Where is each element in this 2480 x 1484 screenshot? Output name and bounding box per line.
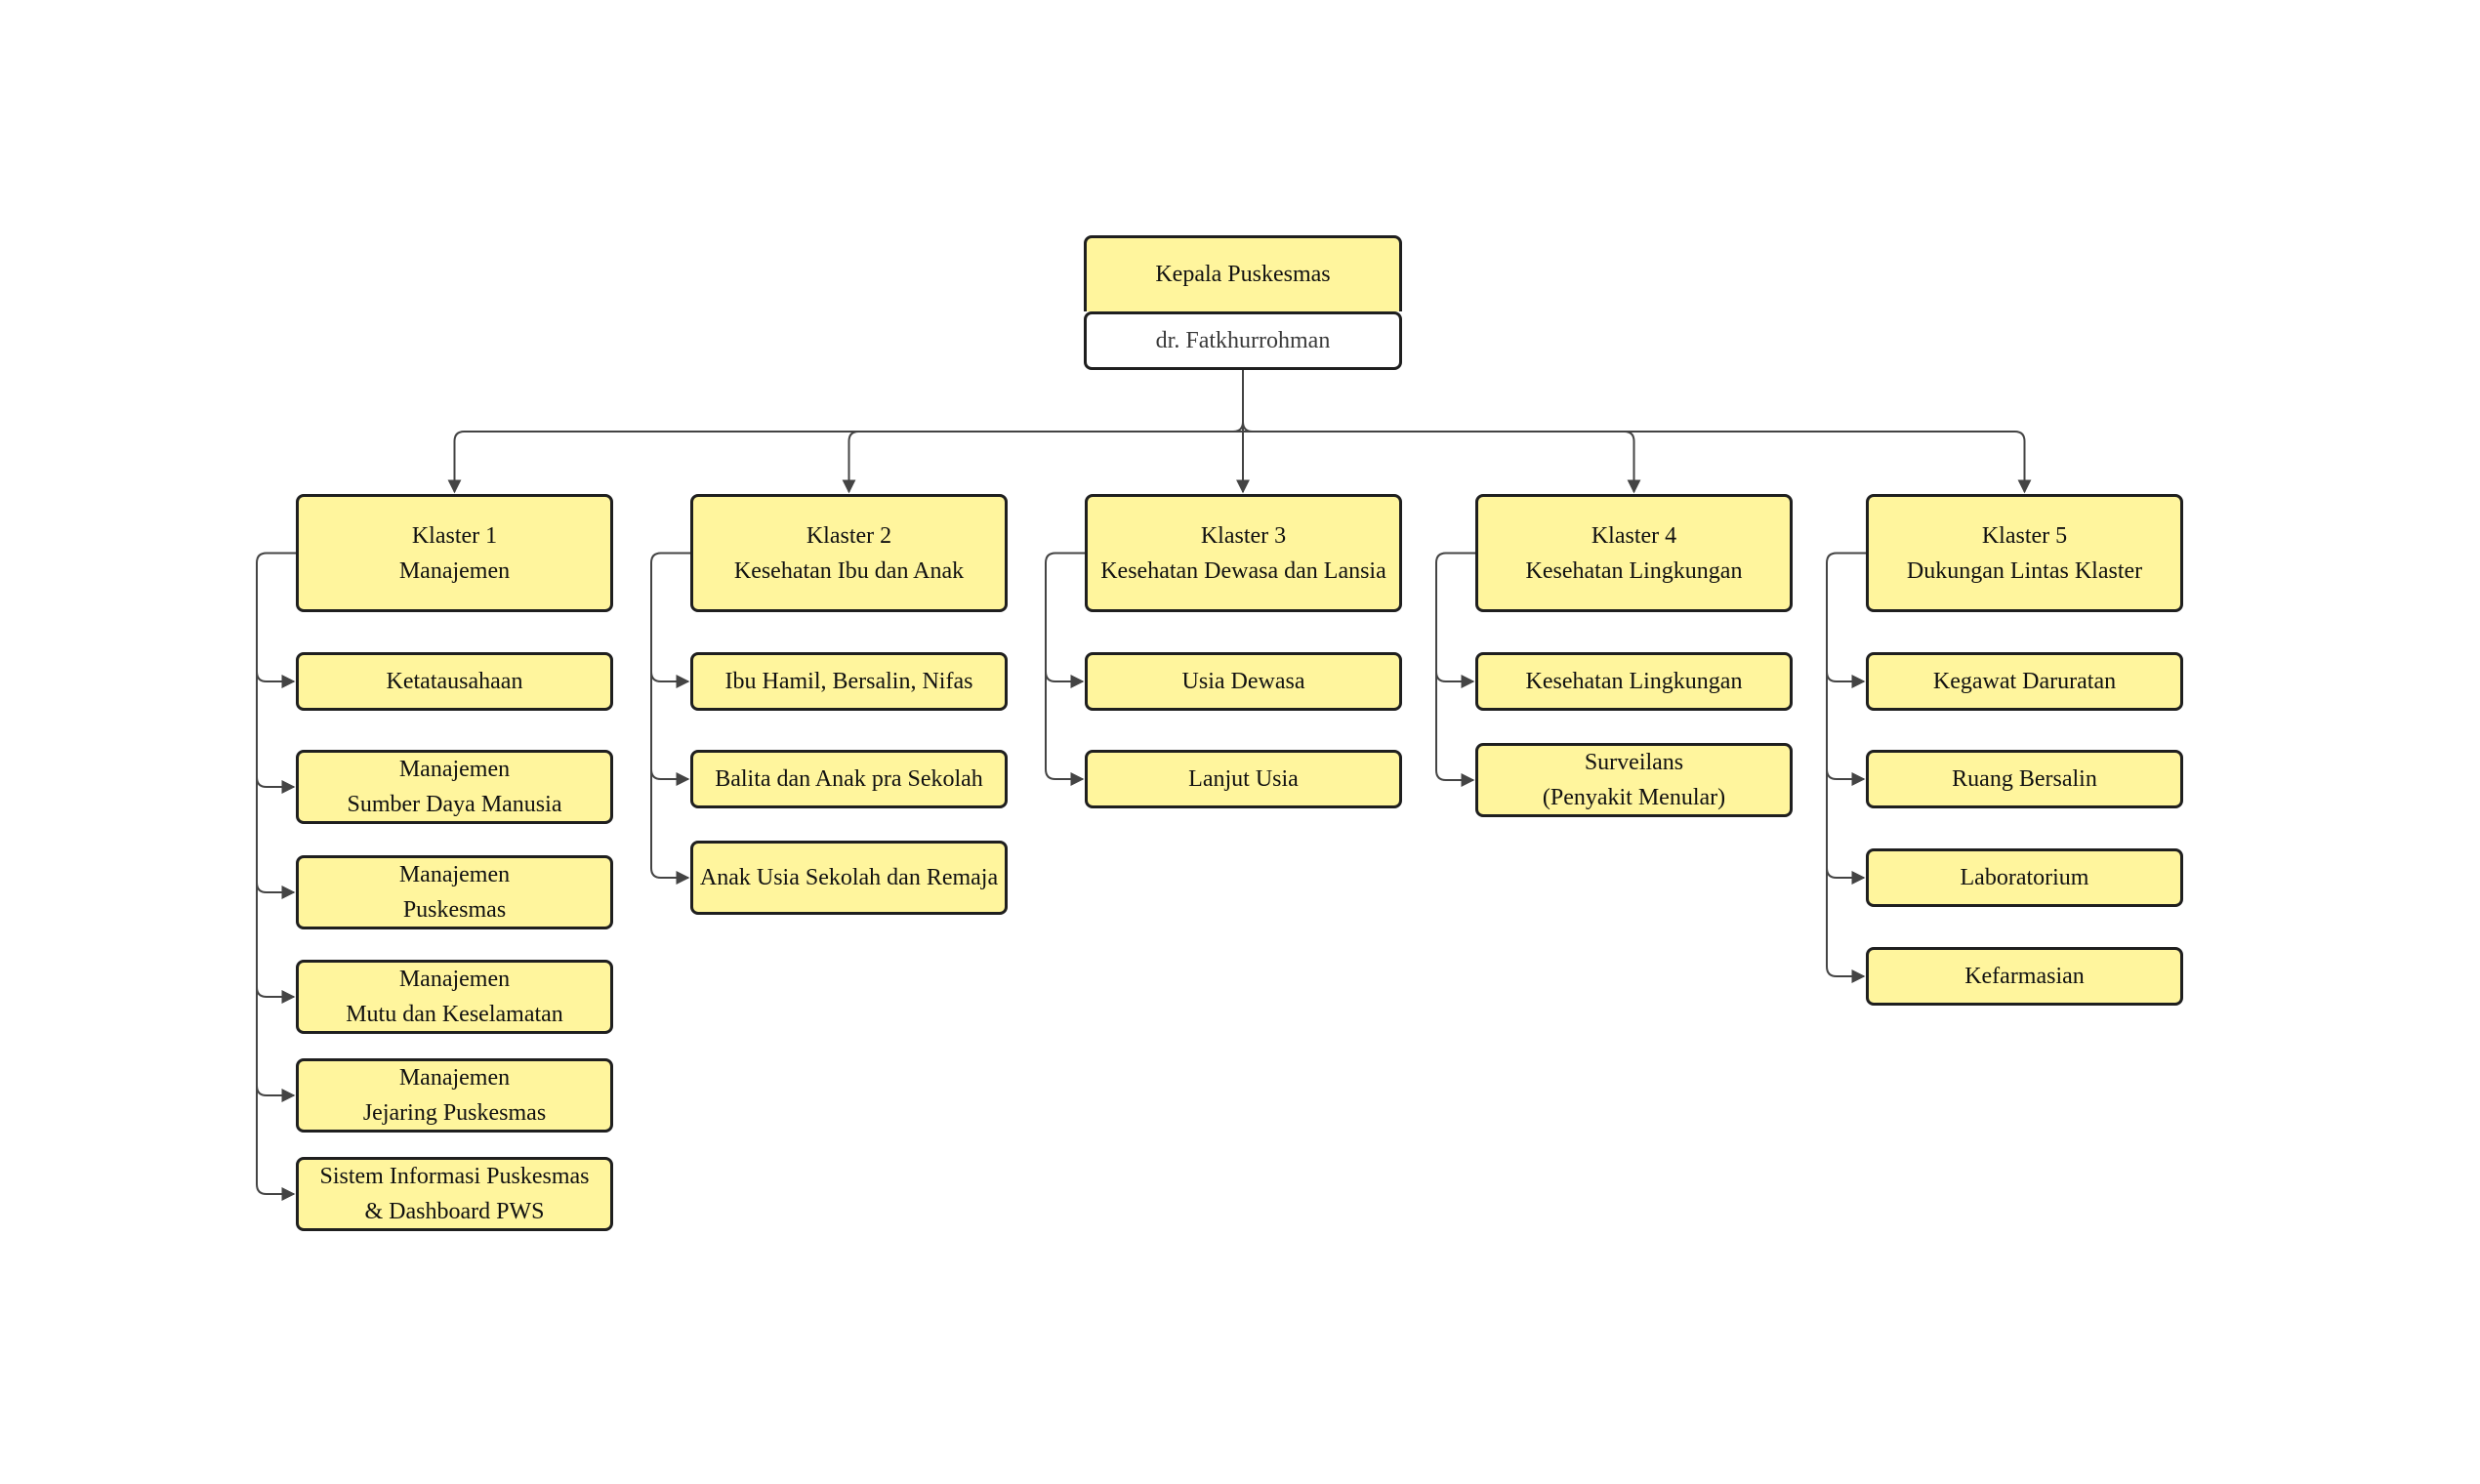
cluster-4-unit-kesehatan-lingkungan-line: Kesehatan Lingkungan — [1525, 669, 1743, 694]
cluster-3-unit-usia-dewasa-line: Usia Dewasa — [1181, 669, 1305, 694]
cluster-3-unit-usia-dewasa[interactable]: Usia Dewasa — [1085, 652, 1402, 711]
cluster-5-unit-ruang-bersalin-line: Ruang Bersalin — [1952, 766, 2097, 792]
cluster-2-box[interactable]: Klaster 2 Kesehatan Ibu dan Anak — [690, 494, 1008, 612]
root-connector-left — [1232, 370, 1244, 433]
cluster-1-unit-connector — [256, 1085, 296, 1102]
cluster-1-unit-sistem-informasi-puskesmas-dashboard-pws-line: Sistem Informasi Puskesmas — [319, 1164, 590, 1189]
cluster-2-box-line: Kesehatan Ibu dan Anak — [733, 557, 965, 584]
cluster-2-trunk — [650, 552, 690, 868]
cluster-1-unit-connector — [256, 882, 296, 899]
cluster-1-trunk — [256, 552, 296, 1184]
cluster-5-unit-connector — [1826, 966, 1866, 983]
root-name: dr. Fatkhurrohman — [1084, 311, 1402, 370]
cluster-5-connector — [1243, 431, 2032, 494]
cluster-5-unit-connector — [1826, 768, 1866, 786]
cluster-5-unit-kegawat-daruratan-line: Kegawat Daruratan — [1932, 669, 2117, 694]
cluster-3-box-line: Kesehatan Dewasa dan Lansia — [1100, 557, 1386, 584]
cluster-1-unit-manajemen-jejaring-puskesmas-line: Manajemen — [398, 1065, 511, 1091]
cluster-1-unit-ketatausahaan-line: Ketatausahaan — [386, 669, 523, 694]
cluster-4-unit-surveilans-penyakit-menular[interactable]: Surveilans (Penyakit Menular) — [1475, 743, 1793, 817]
cluster-1-box-line: Klaster 1 — [411, 522, 498, 549]
cluster-2-unit-ibu-hamil-bersalin-nifas[interactable]: Ibu Hamil, Bersalin, Nifas — [690, 652, 1008, 711]
cluster-1-unit-connector — [256, 776, 296, 794]
cluster-1-box[interactable]: Klaster 1 Manajemen — [296, 494, 613, 612]
cluster-5-unit-ruang-bersalin[interactable]: Ruang Bersalin — [1866, 750, 2183, 808]
cluster-3-trunk — [1045, 552, 1085, 769]
cluster-2-box-line: Klaster 2 — [806, 522, 892, 549]
cluster-2-unit-connector — [650, 867, 690, 885]
cluster-1-unit-connector — [256, 986, 296, 1004]
cluster-1-box-line: Manajemen — [398, 557, 511, 584]
cluster-1-unit-ketatausahaan[interactable]: Ketatausahaan — [296, 652, 613, 711]
cluster-2-unit-anak-usia-sekolah-dan-remaja-line: Anak Usia Sekolah dan Remaja — [699, 865, 999, 890]
cluster-2-unit-ibu-hamil-bersalin-nifas-line: Ibu Hamil, Bersalin, Nifas — [724, 669, 973, 694]
cluster-4-unit-surveilans-penyakit-menular-line: Surveilans — [1584, 750, 1684, 775]
cluster-2-unit-balita-dan-anak-pra-sekolah-line: Balita dan Anak pra Sekolah — [715, 766, 983, 792]
cluster-4-connector — [1243, 431, 1641, 494]
cluster-4-box-line: Klaster 4 — [1591, 522, 1677, 549]
cluster-2-connector — [842, 431, 1243, 494]
cluster-1-unit-manajemen-jejaring-puskesmas-line: Jejaring Puskesmas — [362, 1100, 547, 1126]
cluster-3-unit-lanjut-usia[interactable]: Lanjut Usia — [1085, 750, 1402, 808]
cluster-1-unit-sistem-informasi-puskesmas-dashboard-pws-line: & Dashboard PWS — [364, 1199, 545, 1224]
cluster-1-unit-manajemen-mutu-dan-keselamatan-line: Mutu dan Keselamatan — [346, 1002, 563, 1027]
cluster-4-unit-kesehatan-lingkungan[interactable]: Kesehatan Lingkungan — [1475, 652, 1793, 711]
cluster-1-unit-manajemen-puskesmas-line: Puskesmas — [402, 897, 507, 923]
root-connector-right — [1242, 421, 1254, 433]
cluster-5-box-line: Dukungan Lintas Klaster — [1906, 557, 2143, 584]
cluster-4-box[interactable]: Klaster 4 Kesehatan Lingkungan — [1475, 494, 1793, 612]
cluster-5-trunk — [1826, 552, 1866, 967]
cluster-2-unit-connector — [650, 768, 690, 786]
cluster-5-unit-connector — [1826, 867, 1866, 885]
cluster-1-unit-manajemen-sumber-daya-manusia-line: Manajemen — [398, 757, 511, 782]
cluster-1-connector — [447, 431, 1243, 494]
cluster-5-unit-laboratorium[interactable]: Laboratorium — [1866, 848, 2183, 907]
cluster-2-unit-anak-usia-sekolah-dan-remaja[interactable]: Anak Usia Sekolah dan Remaja — [690, 841, 1008, 915]
cluster-5-box[interactable]: Klaster 5 Dukungan Lintas Klaster — [1866, 494, 2183, 612]
cluster-1-unit-manajemen-sumber-daya-manusia-line: Sumber Daya Manusia — [347, 792, 562, 817]
cluster-5-unit-kefarmasian[interactable]: Kefarmasian — [1866, 947, 2183, 1006]
cluster-1-unit-connector — [256, 1183, 296, 1201]
cluster-3-unit-lanjut-usia-line: Lanjut Usia — [1188, 766, 1299, 792]
cluster-5-box-line: Klaster 5 — [1981, 522, 2068, 549]
cluster-2-unit-balita-dan-anak-pra-sekolah[interactable]: Balita dan Anak pra Sekolah — [690, 750, 1008, 808]
cluster-4-unit-connector — [1435, 769, 1475, 787]
cluster-4-box-line: Kesehatan Lingkungan — [1525, 557, 1743, 584]
root-node[interactable]: Kepala Puskesmas dr. Fatkhurrohman — [1084, 235, 1402, 370]
cluster-3-unit-connector — [1045, 671, 1085, 688]
cluster-4-unit-connector — [1435, 671, 1475, 688]
cluster-5-unit-kefarmasian-line: Kefarmasian — [1964, 964, 2085, 989]
cluster-5-unit-kegawat-daruratan[interactable]: Kegawat Daruratan — [1866, 652, 2183, 711]
cluster-1-unit-manajemen-puskesmas-line: Manajemen — [398, 862, 511, 887]
cluster-3-unit-connector — [1045, 768, 1085, 786]
cluster-4-trunk — [1435, 552, 1475, 770]
root-title: Kepala Puskesmas — [1084, 235, 1402, 311]
cluster-5-unit-laboratorium-line: Laboratorium — [1960, 865, 2089, 890]
cluster-3-box-line: Klaster 3 — [1200, 522, 1287, 549]
cluster-2-unit-connector — [650, 671, 690, 688]
cluster-4-unit-surveilans-penyakit-menular-line: (Penyakit Menular) — [1542, 785, 1726, 810]
cluster-5-unit-connector — [1826, 671, 1866, 688]
cluster-1-unit-manajemen-mutu-dan-keselamatan-line: Manajemen — [398, 967, 511, 992]
cluster-1-unit-sistem-informasi-puskesmas-dashboard-pws[interactable]: Sistem Informasi Puskesmas & Dashboard PW… — [296, 1157, 613, 1231]
cluster-1-unit-connector — [256, 671, 296, 688]
cluster-3-box[interactable]: Klaster 3 Kesehatan Dewasa dan Lansia — [1085, 494, 1402, 612]
